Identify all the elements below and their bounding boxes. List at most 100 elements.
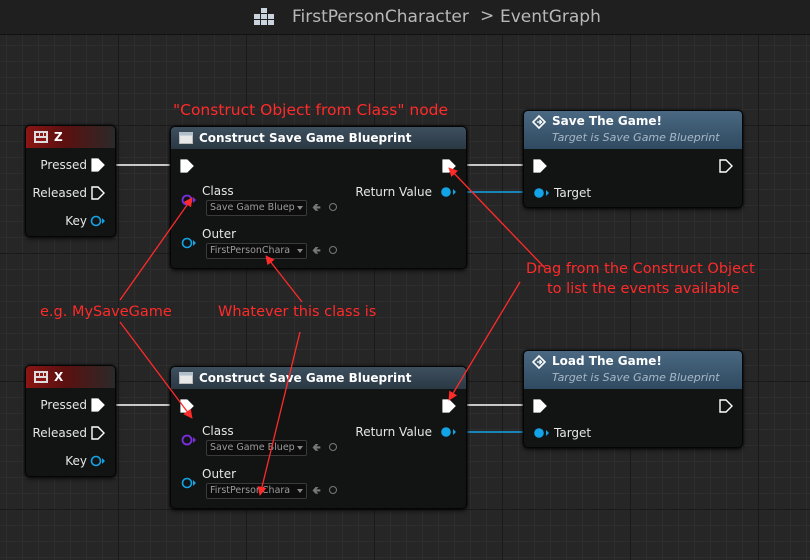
pin-label-outer: Outer [202,467,237,481]
pin-label-return-value: Return Value [355,185,432,199]
node-title: Load The Game! [552,354,662,368]
node-title: X [54,370,64,384]
use-selected-arrow-icon[interactable]: 🢀 [312,484,321,497]
chevron-down-icon [297,446,303,450]
pin-label-pressed: Pressed [40,398,87,412]
outer-pin [181,237,193,249]
target-pin [534,188,544,198]
construct-save-game-node-bottom[interactable]: Construct Save Game Blueprint Class Save… [170,366,467,509]
chevron-down-icon [297,206,303,210]
node-title-bar: Construct Save Game Blueprint [171,367,466,389]
arrow-eg-to-class-top [119,197,193,301]
keyboard-icon [34,371,48,383]
pin-label-released: Released [32,186,87,200]
key-event-node-z[interactable]: Z Pressed Released Key [25,125,116,237]
breadcrumb-blueprint[interactable]: FirstPersonCharacter [292,7,469,27]
return-value-pin [441,427,451,437]
pin-label-outer: Outer [202,227,237,241]
pin-layer [90,158,105,227]
key-pin [90,215,102,227]
target-pin [534,428,544,438]
pin-layer [533,399,733,438]
annotation-drag-line1: Drag from the Construct Object [526,261,755,277]
browse-search-icon[interactable] [329,203,337,211]
pin-label-class: Class [202,184,234,198]
key-event-node-x[interactable]: X Pressed Released Key [25,365,116,477]
pin-layer [180,399,456,489]
browse-search-icon[interactable] [329,246,337,254]
pin-label-return-value: Return Value [355,425,432,439]
node-title: Construct Save Game Blueprint [199,131,412,145]
arrow-drag-to-exec-bottom [448,281,521,401]
pin-label-target: Target [554,426,592,440]
keyboard-icon [34,131,48,143]
construct-function-icon [179,372,193,384]
object-wires [466,191,523,433]
pin-label-released: Released [32,426,87,440]
node-title-bar: Construct Save Game Blueprint [171,127,466,149]
class-pin [181,434,193,446]
custom-event-call-icon [532,115,546,129]
exec-out-pin [442,399,456,413]
chevron-down-icon [297,489,303,493]
use-selected-arrow-icon[interactable]: 🢀 [312,201,321,214]
exec-in-pin [180,159,194,173]
key-pin [90,455,102,467]
node-subtitle: Target is Save Game Blueprint [552,371,720,384]
save-the-game-node[interactable]: Save The Game! Target is Save Game Bluep… [523,110,743,208]
exec-wires [116,164,523,406]
custom-event-call-icon [532,355,546,369]
class-select[interactable]: Save Game Bluep [206,200,307,216]
exec-out-pin [719,399,733,413]
annotation-drag-line2: to list the events available [547,281,740,297]
node-subtitle: Target is Save Game Blueprint [552,131,720,144]
annotation-eg: e.g. MySaveGame [40,304,172,320]
chevron-down-icon [297,249,303,253]
construct-function-icon [179,132,193,144]
node-title-bar: Load The Game! Target is Save Game Bluep… [524,351,742,389]
exec-out-pin [719,159,733,173]
graph-header: FirstPersonCharacter > EventGraph [0,0,810,35]
node-title: Save The Game! [552,114,662,128]
arrow-eg-to-class-bottom [119,321,193,419]
construct-save-game-node-top[interactable]: Construct Save Game Blueprint Class Save… [170,126,467,269]
class-select[interactable]: Save Game Bluep [206,440,307,456]
use-selected-arrow-icon[interactable]: 🢀 [312,441,321,454]
breadcrumb-graph[interactable]: EventGraph [500,7,601,27]
outer-select[interactable]: FirstPersonChara [206,483,307,499]
arrow-whatever-to-outer-top [265,255,303,303]
arrow-whatever-to-outer-bottom [257,331,301,496]
pin-label-key: Key [65,454,87,468]
use-selected-arrow-icon[interactable]: 🢀 [312,244,321,257]
pin-label-pressed: Pressed [40,158,87,172]
breadcrumb-separator: > [480,6,495,26]
exec-pin-released [91,186,105,200]
pin-layer [533,159,733,198]
exec-in-pin [533,399,547,413]
blueprint-grid-icon [254,8,278,26]
arrow-drag-to-exec-top [448,167,546,269]
exec-in-pin [533,159,547,173]
outer-pin [181,477,193,489]
exec-pin-released [91,426,105,440]
node-title-bar: Z [26,126,115,148]
load-the-game-node[interactable]: Load The Game! Target is Save Game Bluep… [523,350,743,448]
node-title-bar: Save The Game! Target is Save Game Bluep… [524,111,742,149]
node-title: Z [54,130,63,144]
node-title-bar: X [26,366,115,388]
annotation-construct-node: "Construct Object from Class" node [173,101,449,119]
browse-search-icon[interactable] [329,486,337,494]
browse-search-icon[interactable] [329,443,337,451]
pin-label-key: Key [65,214,87,228]
node-title: Construct Save Game Blueprint [199,371,412,385]
pin-label-target: Target [554,186,592,200]
outer-select[interactable]: FirstPersonChara [206,243,307,259]
return-value-pin [441,187,451,197]
annotation-whatever: Whatever this class is [218,304,377,320]
exec-pin-pressed [91,158,105,172]
exec-pin-pressed [91,398,105,412]
pin-label-class: Class [202,424,234,438]
